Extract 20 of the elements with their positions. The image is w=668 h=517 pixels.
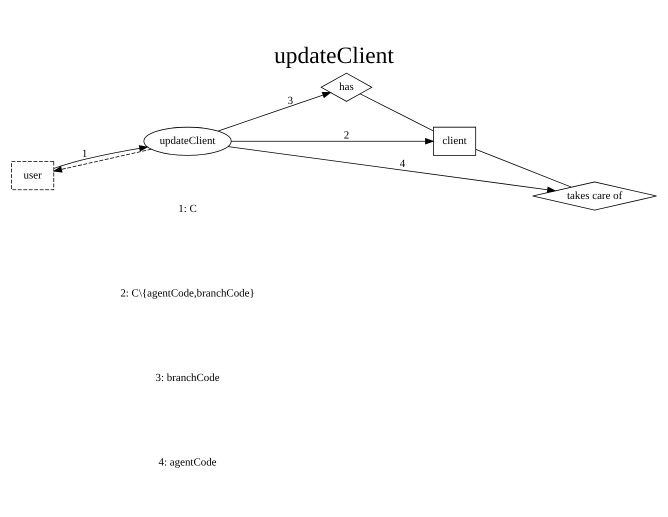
node-box: user [11,160,54,190]
arrow [228,146,557,192]
diagram-title: updateClient [274,42,394,69]
connector [475,148,572,188]
label: 2: C\{agentCode,branchCode} [120,287,255,300]
arrow [230,137,434,144]
edge-label: 2 [344,128,350,141]
connector [360,92,434,131]
node-diamond: takes care of [532,181,657,210]
edge-label: 4 [400,158,406,170]
arrow [218,92,332,131]
label: 3: branchCode [155,372,220,384]
arrow [52,148,152,172]
node-box: client [433,126,476,156]
edge-label: 3 [288,94,294,106]
node-ellipse: updateClient [144,126,232,156]
arrow [53,144,149,168]
label: 4: agentCode [158,456,217,468]
label: 1: C [178,202,197,215]
edge-label: 1 [82,148,88,160]
